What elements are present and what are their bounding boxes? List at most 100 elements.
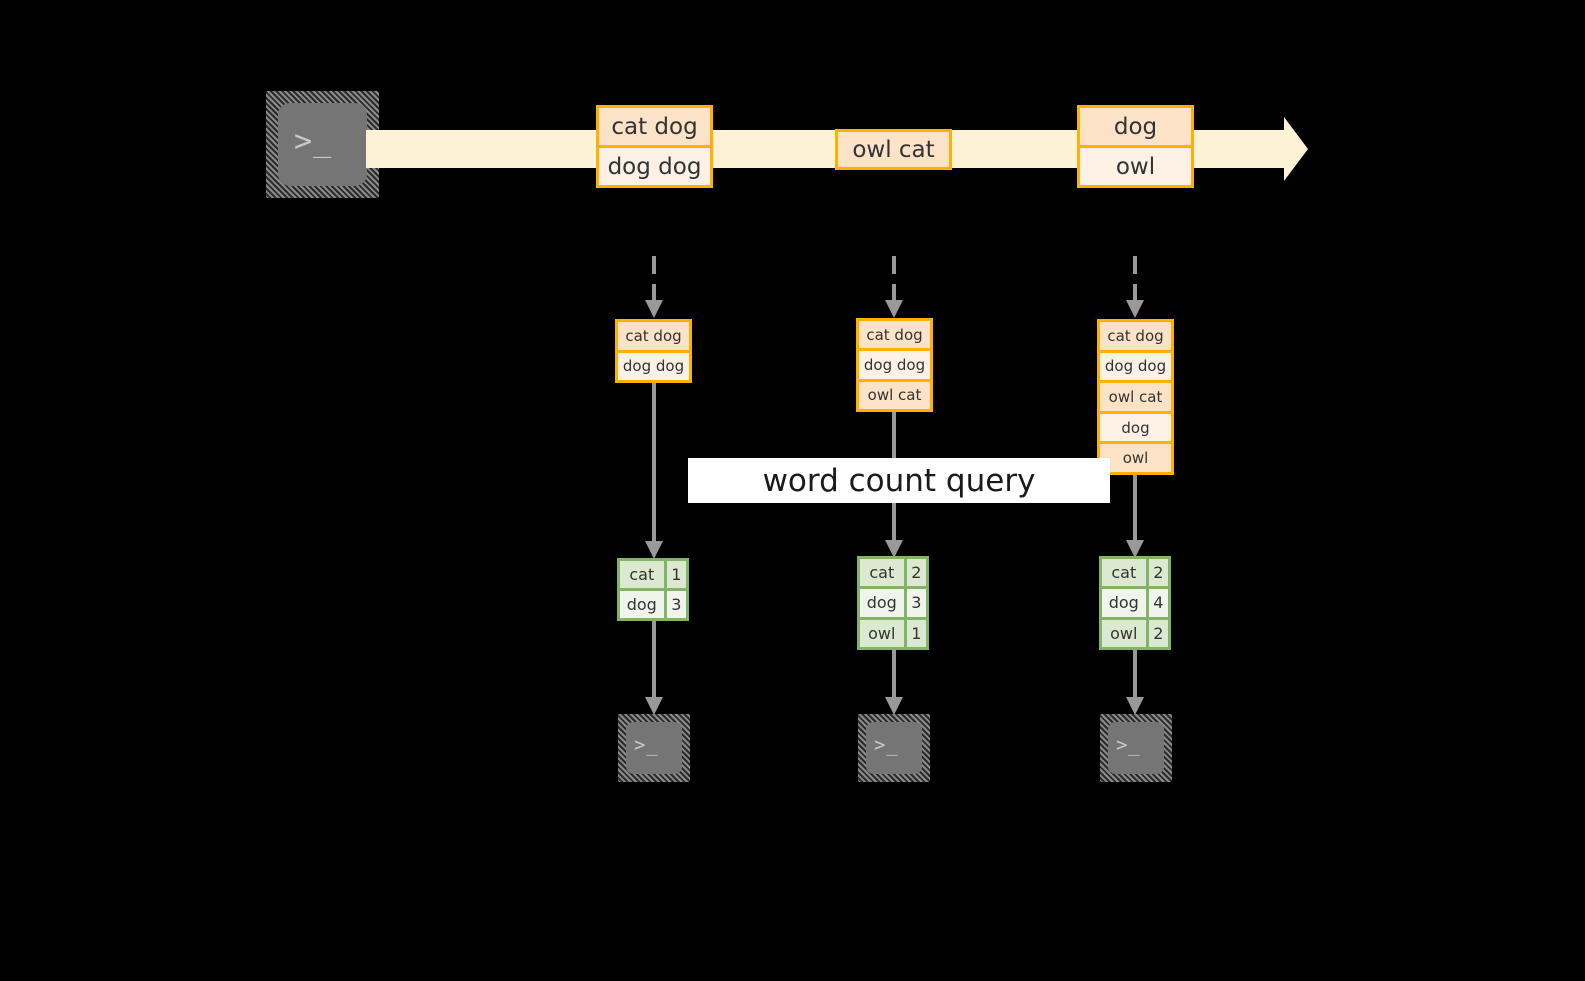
result-word: cat [620,561,664,588]
terminal-body [626,722,682,774]
stream-event-group-2: owl cat [835,129,952,170]
connector-arrowhead [1126,540,1144,558]
connector-arrowhead [885,300,903,318]
connector-shaft [1133,650,1137,699]
input-row: dog [1100,410,1171,442]
snapshot-3-sink-terminal-icon: >_ [1100,714,1172,782]
connector-shaft [652,621,656,699]
table-row: owl 2 [1102,616,1168,647]
table-row: cat 2 [860,559,926,587]
snapshot-3-input-table: cat dog dog dog owl cat dog owl [1097,319,1174,475]
snapshot-1-result-table: cat 1 dog 3 [617,558,689,621]
connector-shaft [892,256,896,302]
connector-query-3 [1126,475,1144,560]
result-word: dog [620,591,664,618]
snapshot-2-sink-terminal-icon: >_ [858,714,930,782]
input-row-text: owl [1100,444,1171,472]
terminal-body [1108,722,1164,774]
connector-arrowhead [885,697,903,715]
connector-arrowhead [645,697,663,715]
input-row: dog dog [859,348,930,379]
connector-arrowhead [885,540,903,558]
result-count: 1 [663,561,686,588]
table-row: dog 4 [1102,586,1168,617]
stream-event-row: dog dog [599,145,710,185]
result-count: 2 [1145,619,1168,647]
stream-event-text: cat dog [599,108,710,145]
result-word: cat [1102,559,1146,587]
result-count: 2 [1145,559,1168,587]
snapshot-2-input-table: cat dog dog dog owl cat [856,318,933,412]
result-count: 1 [903,619,926,647]
connector-arrowhead [1126,697,1144,715]
connector-result-to-sink-3 [1126,650,1144,717]
input-row: cat dog [859,321,930,349]
result-word: dog [1102,589,1146,617]
table-row: owl 1 [860,616,926,647]
connector-shaft [652,256,656,302]
result-word: owl [860,619,904,647]
connector-result-to-sink-2 [885,650,903,717]
input-row: cat dog [618,322,689,350]
connector-stream-to-input-1 [645,256,663,318]
input-row: cat dog [1100,322,1171,350]
result-count: 4 [1145,589,1168,617]
result-word: cat [860,559,904,587]
terminal-prompt-glyph: >_ [874,734,899,756]
stream-arrowhead [1284,117,1308,181]
connector-shaft [1133,256,1137,302]
stream-event-row: dog [1080,108,1191,145]
source-terminal-icon: >_ [266,91,379,198]
input-row-text: dog dog [859,351,930,379]
snapshot-3-result-table: cat 2 dog 4 owl 2 [1099,556,1171,650]
stream-event-text: dog dog [599,148,710,185]
terminal-prompt-glyph: >_ [1116,734,1141,756]
result-count: 2 [903,559,926,587]
input-row: dog dog [618,349,689,380]
stream-event-text: dog [1080,108,1191,145]
terminal-body [866,722,922,774]
terminal-body [278,103,367,186]
connector-shaft [652,383,656,543]
input-row-text: cat dog [1100,322,1171,350]
result-word: dog [860,589,904,617]
snapshot-1-sink-terminal-icon: >_ [618,714,690,782]
stream-event-row: owl [1080,145,1191,185]
connector-arrowhead [645,541,663,559]
snapshot-1-input-table: cat dog dog dog [615,319,692,383]
input-row-text: cat dog [859,321,930,349]
stream-event-text: owl [1080,148,1191,185]
connector-arrowhead [1126,300,1144,318]
result-count: 3 [903,589,926,617]
input-row: owl [1100,441,1171,472]
table-row: cat 2 [1102,559,1168,587]
result-word: owl [1102,619,1146,647]
input-row-text: cat dog [618,322,689,350]
input-row-text: owl cat [859,381,930,409]
terminal-prompt-glyph: >_ [634,734,659,756]
terminal-prompt-glyph: >_ [294,124,333,159]
input-row: owl cat [1100,380,1171,411]
input-row: dog dog [1100,349,1171,381]
connector-arrowhead [645,300,663,318]
stream-event-row: owl cat [838,132,949,167]
stream-event-group-1: cat dog dog dog [596,105,713,188]
input-row-text: dog [1100,413,1171,442]
result-count: 3 [663,591,686,618]
table-row: dog 3 [620,588,686,618]
stream-event-text: owl cat [838,132,949,167]
input-row-text: dog dog [618,352,689,380]
connector-stream-to-input-2 [885,256,903,318]
connector-result-to-sink-1 [645,621,663,717]
table-row: cat 1 [620,561,686,588]
connector-shaft [892,650,896,699]
query-label: word count query [688,458,1110,503]
table-row: dog 3 [860,586,926,617]
connector-query-1 [645,383,663,561]
input-row-text: owl cat [1100,383,1171,411]
snapshot-2-result-table: cat 2 dog 3 owl 1 [857,556,929,650]
connector-shaft [1133,475,1137,542]
connector-stream-to-input-3 [1126,256,1144,318]
stream-event-group-3: dog owl [1077,105,1194,188]
